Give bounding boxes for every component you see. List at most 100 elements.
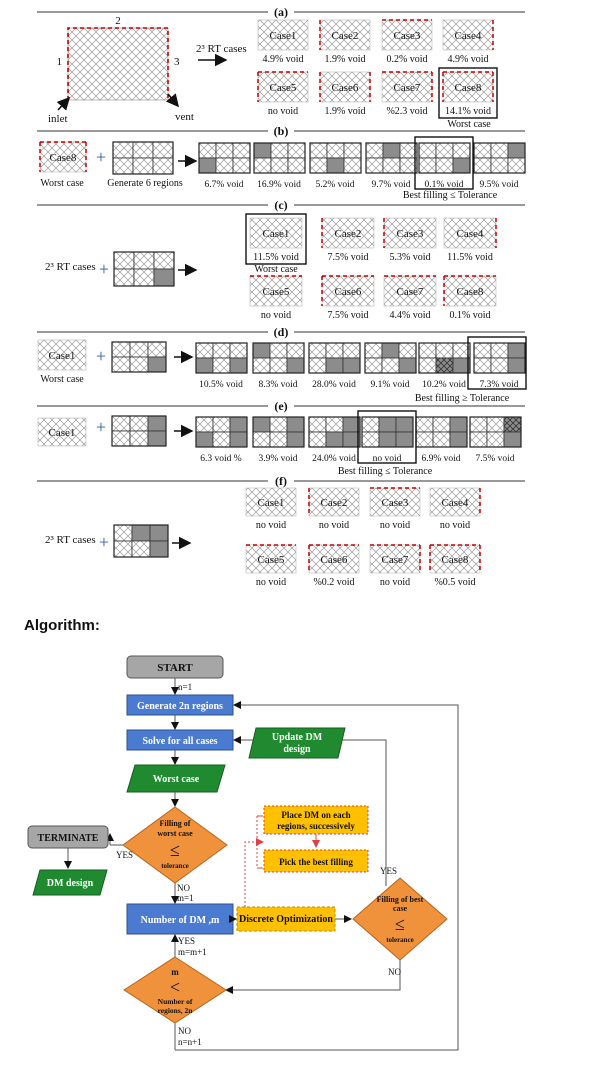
- d-void-2: 8.3% void: [258, 380, 297, 390]
- e-candidate-1: [195, 416, 248, 448]
- a-case-void-2: 1.9% void: [324, 54, 365, 65]
- filling-label-1: Filling of: [160, 819, 191, 828]
- rt-cases-f: 2³ RT cases: [45, 534, 96, 546]
- d-candidate-4: [364, 342, 417, 374]
- d-candidate-6: [473, 342, 526, 374]
- e-void-1: 6.3 void %: [200, 454, 242, 464]
- m-regions-diamond: [123, 956, 227, 1024]
- a-case-void-4: 4.9% void: [447, 54, 488, 65]
- e-best-highlight: [357, 410, 417, 464]
- f-case-name-1: Case1: [258, 497, 285, 509]
- c-case-void-7: 4.4% void: [389, 310, 430, 321]
- d-void-4: 9.1% void: [370, 380, 409, 390]
- discrete-opt-node: [236, 906, 336, 932]
- best-tolerance: tolerance: [386, 936, 414, 944]
- filling-label-2: worst case: [157, 829, 193, 838]
- b-main-grid: [112, 141, 174, 175]
- best-label-d: Best filling ≥ Tolerance: [415, 393, 510, 404]
- d-case-name-1: Case1: [49, 350, 76, 362]
- filling-best-diamond: [352, 877, 448, 961]
- best-label-1: Filling of best: [377, 895, 424, 904]
- generate-label-b: Generate 6 regions: [107, 178, 183, 189]
- a-case-highlight: [438, 67, 498, 119]
- f-case-name-7: Case7: [382, 554, 409, 566]
- e-void-3: 24.0% void: [312, 454, 356, 464]
- panel-d-label: (d): [274, 325, 289, 339]
- a-case-name-5: Case5: [270, 82, 297, 94]
- pick-best-node: [263, 849, 369, 873]
- panel-b: (b) Case8 Worst case + Generate 6 region…: [37, 124, 526, 201]
- solve-node: [126, 729, 234, 751]
- e-candidate-5: [415, 416, 468, 448]
- vent-label: vent: [175, 111, 194, 123]
- c-case-void-8: 0.1% void: [449, 310, 490, 321]
- b-best-highlight: [414, 136, 474, 190]
- d-candidate-1: [195, 342, 248, 374]
- dm-design-label: DM design: [47, 878, 94, 889]
- f-case-7: Case7 no void: [369, 544, 421, 588]
- b-candidate-2: [253, 142, 306, 174]
- n1-label: n=1: [178, 682, 192, 692]
- vent-arrow: [165, 93, 180, 108]
- a-case-2: Case2 1.9% void: [319, 19, 371, 65]
- b-void-5: 0.1% void: [424, 180, 463, 190]
- c-case-void-5: no void: [261, 310, 291, 321]
- number-dm-node: [126, 903, 234, 935]
- a-case-name-2: Case2: [332, 30, 359, 42]
- c-case-name-3: Case3: [397, 228, 424, 240]
- edge-2-label: 2: [115, 15, 121, 27]
- e-candidate-4: [361, 416, 414, 448]
- c-case-name-6: Case6: [335, 286, 362, 298]
- b-void-2: 16.9% void: [257, 180, 301, 190]
- b-void-6: 9.5% void: [479, 180, 518, 190]
- f-case-void-5: no void: [256, 577, 286, 588]
- lt-symbol: <: [170, 977, 180, 997]
- d-void-3: 28.0% void: [312, 380, 356, 390]
- d-void-6: 7.3% void: [479, 380, 518, 390]
- c-case-name-5: Case5: [263, 286, 290, 298]
- c-main-grid: [113, 251, 175, 287]
- place-label-2: regions, successively: [277, 821, 355, 831]
- number-dm-label: Number of DM ,m: [141, 915, 220, 926]
- d-void-1: 10.5% void: [199, 380, 243, 390]
- worst-label-d: Worst case: [40, 374, 84, 385]
- no-nn-label: NO: [178, 1026, 191, 1036]
- c-case-name-8: Case8: [457, 286, 484, 298]
- dm-design-node: [32, 869, 108, 896]
- c-case-highlight: [245, 213, 307, 265]
- f-case-6: Case6%0.2 void: [308, 544, 360, 588]
- f-case-name-6: Case6: [321, 554, 348, 566]
- worst-case-node: [126, 764, 226, 793]
- f-case-void-2: no void: [319, 520, 349, 531]
- e-void-4: no void: [373, 454, 402, 464]
- worst-label-a: Worst case: [447, 119, 491, 130]
- place-dm-node: [263, 805, 369, 835]
- mold-red-edges: [67, 27, 169, 100]
- c-case-void-6: 7.5% void: [327, 310, 368, 321]
- terminate-label: TERMINATE: [38, 833, 99, 844]
- nn1-label: n=n+1: [178, 1037, 202, 1047]
- f-case-void-7: no void: [380, 577, 410, 588]
- a-case-name-3: Case3: [394, 30, 421, 42]
- b-void-4: 9.7% void: [371, 180, 410, 190]
- loop-n-line: [175, 701, 459, 1051]
- a-case-7: Case7%2.3 void: [381, 71, 433, 117]
- worst-label-b: Worst case: [40, 178, 84, 189]
- d-best-highlight: [467, 336, 527, 390]
- rt-cases-a: 2³ RT cases: [196, 43, 247, 55]
- panel-c-label: (c): [274, 198, 287, 212]
- edge-1-label: 1: [57, 56, 63, 68]
- f-case-void-8: %0.5 void: [434, 577, 475, 588]
- f-case-void-1: no void: [256, 520, 286, 531]
- region-grid-e: [111, 415, 167, 447]
- region-grid-b: [112, 141, 174, 175]
- worst-case-label: Worst case: [153, 774, 200, 785]
- e-void-6: 7.5% void: [475, 454, 514, 464]
